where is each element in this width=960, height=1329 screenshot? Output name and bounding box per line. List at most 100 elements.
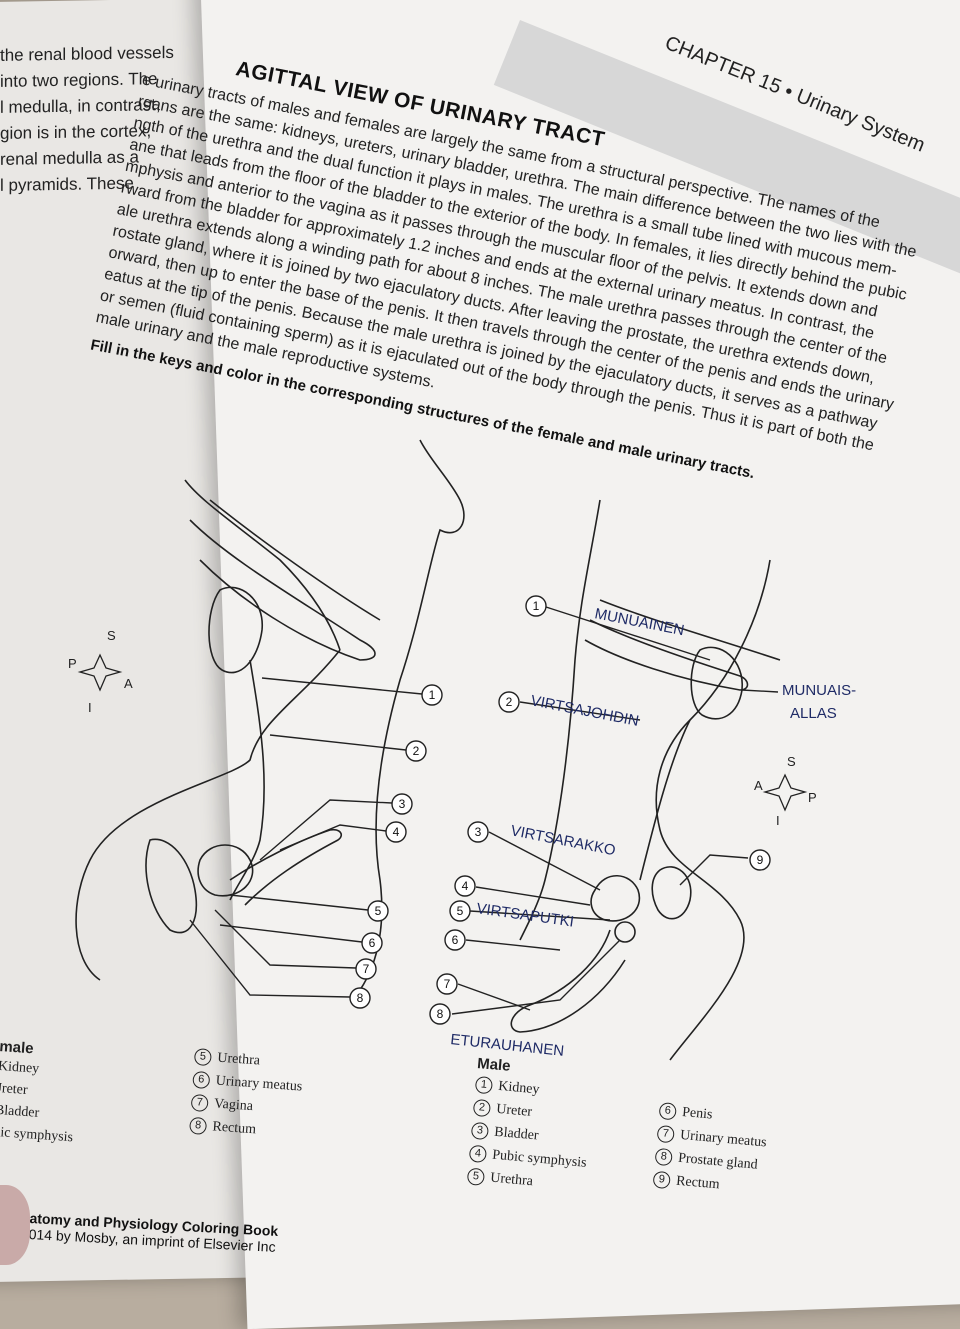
handwritten-prostate: ETURAUHANEN <box>450 1031 565 1060</box>
female-marker-2: 2 <box>413 744 420 758</box>
male-leader-8 <box>451 939 621 1015</box>
male-marker-9: 9 <box>757 853 764 867</box>
female-diagram <box>75 439 465 991</box>
legend-label: Bladder <box>493 1124 540 1144</box>
male-marker-circle <box>429 1003 451 1025</box>
handwritten-ureter: VIRTSAJOHDIN <box>529 692 640 730</box>
legend-label: Ureter <box>495 1101 533 1120</box>
male-marker-2: 2 <box>506 695 513 709</box>
male-leader-lines <box>451 606 779 1015</box>
handwritten-kidney: MUNUAINEN <box>593 605 685 639</box>
female-legend-col1: male Kidney Jreter Bladder bic symphysis <box>0 1038 80 1152</box>
legend-label: Urethra <box>216 1050 261 1069</box>
legend-label: Urinary meatus <box>215 1073 303 1095</box>
male-marker-1: 1 <box>533 599 540 613</box>
legend-label: Rectum <box>675 1173 721 1192</box>
female-marker-circle <box>361 932 383 954</box>
legend-label: Urinary meatus <box>679 1127 768 1150</box>
male-leader-1 <box>545 606 711 661</box>
male-front-outline <box>519 499 601 941</box>
female-kidney-shape <box>208 586 263 674</box>
female-marker-circle <box>421 684 443 706</box>
male-marker-3: 3 <box>475 825 482 839</box>
legend-number: 6 <box>658 1102 677 1121</box>
female-bladder-shape <box>197 844 254 897</box>
male-compass: S A P I <box>754 754 817 828</box>
male-rib-1 <box>584 619 749 691</box>
legend-label: Penis <box>681 1104 714 1123</box>
male-marker-4: 4 <box>462 879 469 893</box>
compass-rose-icon <box>77 653 123 692</box>
male-kidney-shape <box>690 646 743 720</box>
compass-label: S <box>787 754 796 769</box>
female-front-outline <box>359 439 465 991</box>
thumb <box>0 1185 30 1265</box>
male-markers: 1 2 3 4 5 6 7 8 9 <box>429 595 771 1025</box>
handwritten-urethra: VIRTSAPUTKI <box>475 900 575 930</box>
urinary-tract-diagram: 1 2 3 4 5 6 7 8 S P A I <box>68 439 856 1061</box>
female-leader-6 <box>219 924 363 943</box>
handwritten-bladder: VIRTSARAKKO <box>509 822 617 859</box>
male-marker-7: 7 <box>444 977 451 991</box>
legend-number: 5 <box>466 1167 486 1186</box>
legend-number: 1 <box>474 1075 494 1095</box>
handwritten-renal-pelvis: ALLAS <box>790 705 837 722</box>
legend-number: 4 <box>468 1144 488 1164</box>
legend-item: Jreter <box>0 1080 29 1099</box>
male-ureter-shape <box>639 719 691 881</box>
male-penis-shape <box>510 929 626 1033</box>
female-ureter-shape <box>229 659 265 901</box>
female-marker-4: 4 <box>393 825 400 839</box>
female-marker-6: 6 <box>369 936 376 950</box>
male-leader-4 <box>475 886 591 906</box>
legend-number: 8 <box>654 1147 673 1167</box>
male-back-outline <box>655 559 771 1061</box>
male-marker-5: 5 <box>457 904 464 918</box>
female-leader-2 <box>269 734 407 751</box>
legend-number: 6 <box>192 1070 211 1090</box>
female-leader-4 <box>279 824 387 851</box>
female-leader-7 <box>214 909 357 969</box>
legend-number: 3 <box>470 1121 490 1141</box>
female-back-outline <box>184 479 341 651</box>
female-leader-5 <box>229 894 369 911</box>
legend-number: 9 <box>652 1170 671 1190</box>
male-marker-circle <box>436 973 458 995</box>
compass-label: A <box>754 778 763 793</box>
handwritten-renal-pelvis: MUNUAIS- <box>782 682 856 699</box>
compass-label: P <box>808 790 817 805</box>
female-rib-1 <box>189 519 376 661</box>
legend-label: Kidney <box>497 1078 541 1097</box>
compass-label: S <box>107 628 116 643</box>
female-marker-1: 1 <box>429 688 436 702</box>
male-marker-circle <box>498 691 520 713</box>
legend-label: Urethra <box>489 1170 534 1189</box>
female-marker-8: 8 <box>357 991 364 1005</box>
male-marker-6: 6 <box>452 933 459 947</box>
male-marker-circle <box>454 875 476 897</box>
female-leader-3 <box>259 799 393 861</box>
male-bladder-shape <box>590 875 641 922</box>
male-marker-8: 8 <box>437 1007 444 1021</box>
female-marker-3: 3 <box>399 797 406 811</box>
female-leader-lines <box>189 677 423 998</box>
male-leader-9 <box>679 854 749 886</box>
male-leader-5 <box>469 910 611 921</box>
male-leader-7 <box>457 983 531 1011</box>
male-marker-circle <box>525 595 547 617</box>
legend-item: bic symphysis <box>0 1124 74 1146</box>
female-leader-8 <box>189 919 351 998</box>
compass-rose-icon <box>762 773 808 812</box>
legend-number: 7 <box>656 1124 675 1144</box>
female-buttock-outline <box>75 649 341 981</box>
female-marker-7: 7 <box>363 962 370 976</box>
female-rectum-shape <box>145 838 197 934</box>
female-rib-2 <box>209 499 381 621</box>
